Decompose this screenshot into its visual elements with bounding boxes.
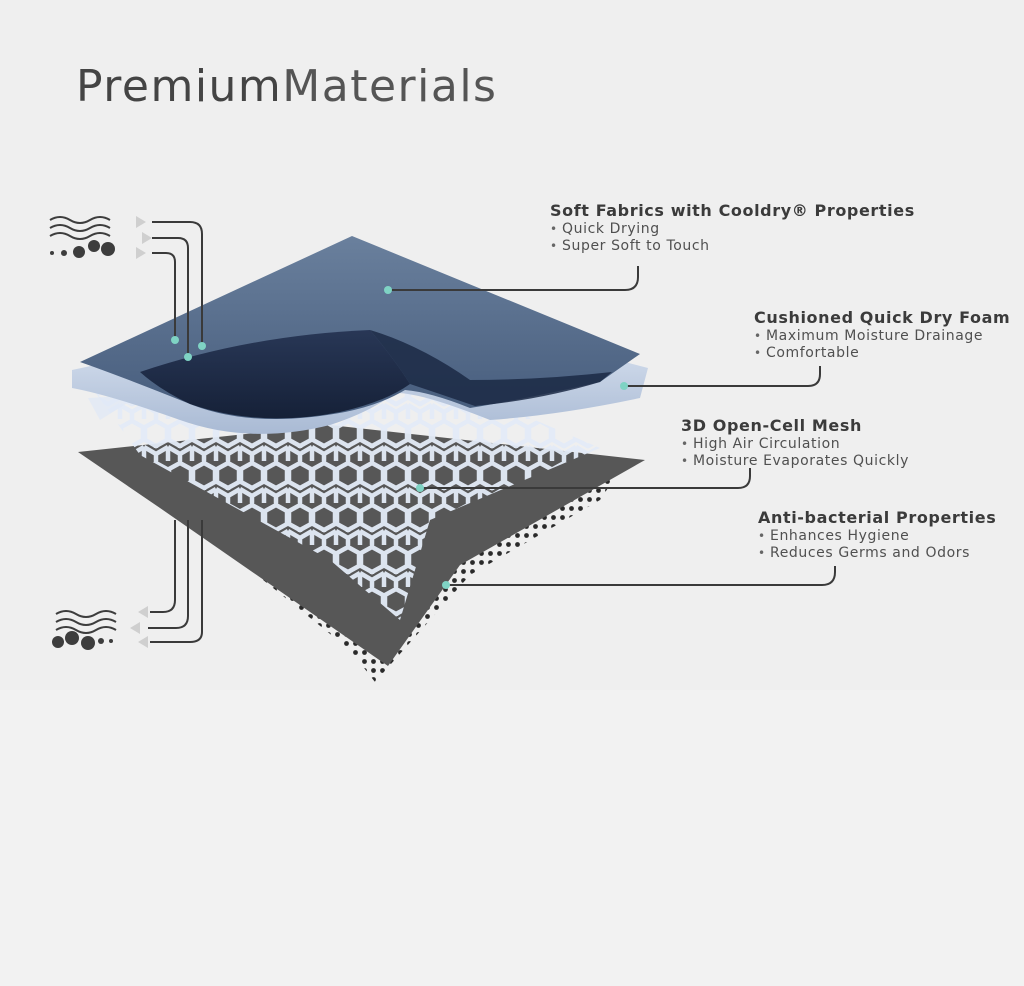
moisture-droplets-icon bbox=[50, 240, 115, 258]
arrow-right-icon bbox=[142, 232, 152, 244]
feature-bullets: •Quick Drying •Super Soft to Touch bbox=[550, 221, 915, 255]
leader-foam bbox=[624, 366, 821, 387]
feature-heading: Soft Fabrics with Cooldry® Properties bbox=[550, 201, 915, 220]
moisture-droplets-icon bbox=[52, 631, 113, 650]
top-fabric-curl bbox=[140, 330, 410, 419]
feature-heading: Cushioned Quick Dry Foam bbox=[754, 308, 1011, 327]
feature-bullets: •High Air Circulation •Moisture Evaporat… bbox=[681, 436, 909, 470]
arrow-left-icon bbox=[138, 606, 148, 618]
bullet: •Enhances Hygiene bbox=[758, 528, 910, 544]
marker-foam bbox=[620, 382, 628, 390]
leader-mesh bbox=[420, 468, 751, 489]
bullet: •Quick Drying bbox=[550, 221, 660, 237]
title-strong: Premium bbox=[76, 61, 283, 112]
marker-mesh bbox=[416, 484, 424, 492]
bullet: •Maximum Moisture Drainage bbox=[754, 328, 984, 344]
bullet: •Moisture Evaporates Quickly bbox=[681, 453, 910, 469]
feature-heading: 3D Open-Cell Mesh bbox=[681, 416, 862, 435]
page-title: PremiumMaterials bbox=[76, 52, 497, 122]
leader-fabric bbox=[388, 266, 639, 291]
feature-bullets: •Maximum Moisture Drainage •Comfortable bbox=[754, 328, 1010, 362]
arrow-right-icon bbox=[136, 216, 146, 228]
feature-quick-dry-foam: Cushioned Quick Dry Foam •Maximum Moistu… bbox=[754, 308, 1010, 362]
arrow-left-icon bbox=[130, 622, 140, 634]
marker-base bbox=[442, 581, 450, 589]
arrow-right-icon bbox=[136, 247, 146, 259]
air-waves-icon bbox=[55, 610, 117, 634]
bullet: •High Air Circulation bbox=[681, 436, 841, 452]
bullet: •Reduces Germs and Odors bbox=[758, 545, 970, 561]
feature-soft-fabrics: Soft Fabrics with Cooldry® Properties •Q… bbox=[550, 201, 915, 255]
marker-fabric bbox=[384, 286, 392, 294]
feature-anti-bacterial: Anti-bacterial Properties •Enhances Hygi… bbox=[758, 508, 996, 562]
feature-bullets: •Enhances Hygiene •Reduces Germs and Odo… bbox=[758, 528, 996, 562]
bullet: •Super Soft to Touch bbox=[550, 238, 710, 254]
arrow-left-icon bbox=[138, 636, 148, 648]
air-waves-icon bbox=[49, 216, 111, 240]
leader-base bbox=[446, 566, 836, 586]
feature-open-cell-mesh: 3D Open-Cell Mesh •High Air Circulation … bbox=[681, 416, 909, 470]
bullet: •Comfortable bbox=[754, 345, 860, 361]
title-light: Materials bbox=[282, 61, 498, 112]
feature-heading: Anti-bacterial Properties bbox=[758, 508, 997, 527]
